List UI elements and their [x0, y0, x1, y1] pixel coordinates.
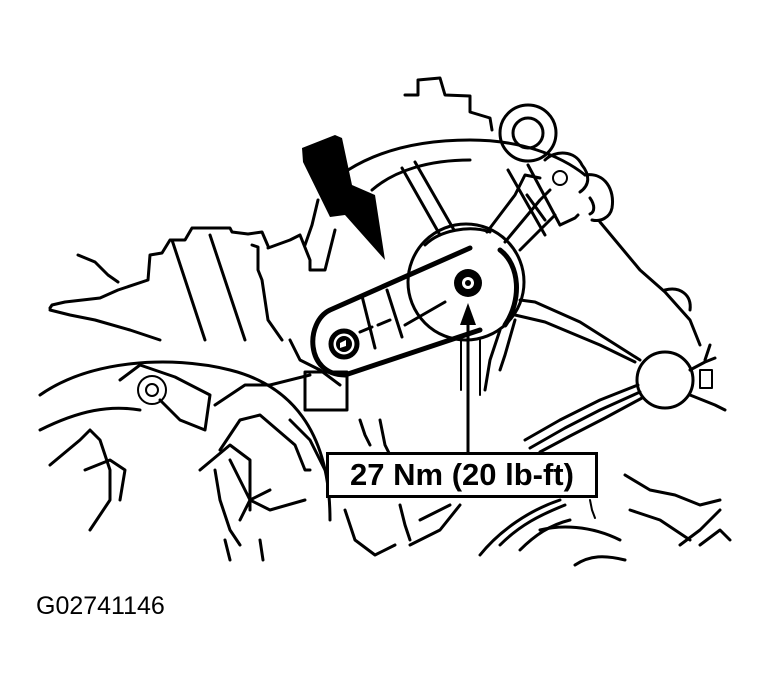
torque-callout: 27 Nm (20 lb-ft)	[326, 452, 598, 498]
pulley-hub	[406, 173, 642, 392]
lower-bolt	[328, 328, 360, 360]
indicator-arrow	[302, 135, 385, 260]
upper-right-brackets	[498, 103, 702, 347]
leader-arrow	[460, 303, 481, 452]
tensioner-assembly	[523, 343, 727, 454]
bracket-arm	[310, 245, 483, 378]
torque-spec-label: 27 Nm (20 lb-ft)	[350, 457, 574, 492]
lower-belt	[343, 473, 732, 567]
left-housing	[48, 198, 337, 342]
upper-housing	[346, 76, 587, 237]
figure-id: G02741146	[36, 592, 165, 620]
lower-left-pulley	[38, 338, 392, 562]
